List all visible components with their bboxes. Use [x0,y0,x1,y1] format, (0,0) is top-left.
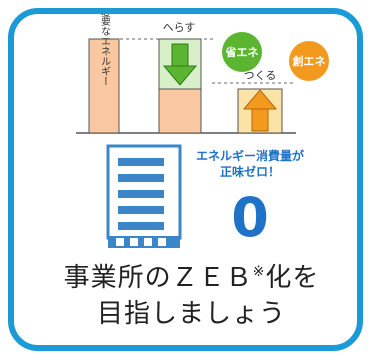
caption-line-1-suffix: 化を [265,263,320,293]
caption-note-mark: ※ [252,264,266,280]
caption-line-1-prefix: 事業所のＺＥＢ [63,263,253,293]
required-energy-label: 必要なエネルギー [99,14,111,86]
up-arrow-icon [242,89,278,132]
create-energy-badge-circle [289,41,329,81]
zeb-caption: 事業所のＺＥＢ※化を 目指しましょう [14,254,357,332]
down-arrow-icon [162,43,198,86]
net-zero-text-line2: 正味ゼロ！ [220,164,280,179]
building-icon [106,144,182,248]
create-energy-badge: 創エネ [292,54,326,68]
zeb-diagram: 必要なエネルギー へらす 省エネ 創エネ つくる [76,14,329,249]
create-label: つくる [244,69,277,82]
caption-line-2: 目指しましょう [96,299,286,329]
save-energy-badge: 省エネ [225,45,259,59]
save-energy-badge-circle [222,32,262,72]
reduce-column-bottom [158,88,202,134]
zeb-info-card: 必要なエネルギー へらす 省エネ 創エネ つくる [8,8,363,351]
reduce-label: へらす [163,21,196,34]
required-energy-bar [88,38,120,134]
net-zero-text-line1: エネルギー消費量が [196,148,304,163]
caption-line-1: 事業所のＺＥＢ※化を [14,254,357,296]
net-zero-value: 0 [231,186,269,249]
